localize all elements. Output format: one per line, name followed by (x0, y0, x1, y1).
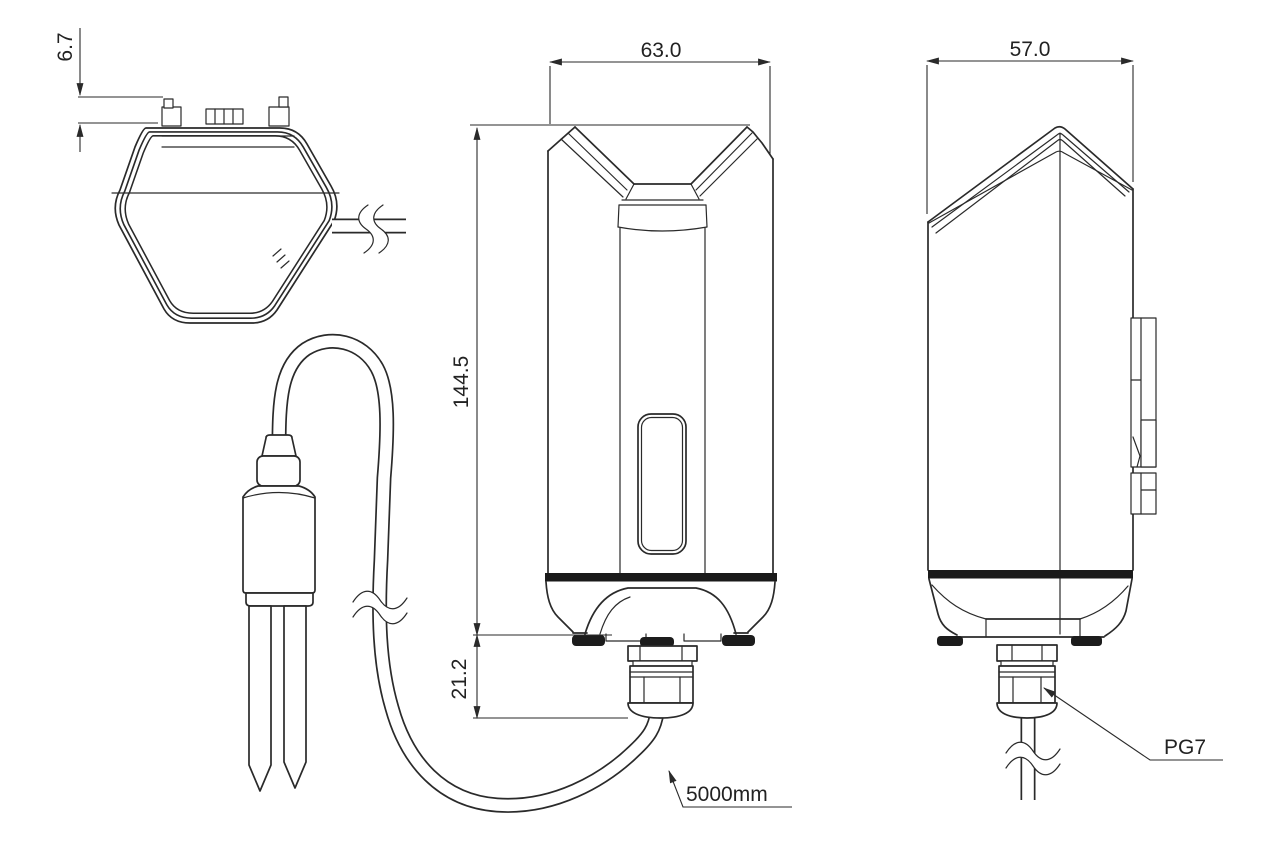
front-neck-lines (619, 227, 706, 574)
side-view (927, 125, 1157, 802)
dim-label-front-width: 63.0 (641, 39, 682, 62)
front-v-slope-right (690, 126, 748, 185)
side-seal-band (928, 570, 1133, 579)
dim-side-width: 57.0 (925, 38, 1135, 214)
top-view-inner-outline-2 (124, 135, 328, 315)
screw (1071, 636, 1102, 646)
front-v-slope-left-lines (560, 132, 628, 198)
probe-body (242, 485, 316, 594)
mount-tab-right (268, 96, 290, 127)
front-top-right-bevel (746, 126, 774, 160)
dim-body-height: 144.5 (450, 124, 750, 637)
mount-tab-left (161, 98, 182, 127)
screw (640, 637, 674, 647)
dim-label-side-width: 57.0 (1010, 38, 1051, 61)
dim-label-tab-height: 6.7 (54, 32, 77, 61)
sensor-cable (271, 333, 665, 813)
front-v-steps (618, 199, 707, 206)
connector-ribs (205, 108, 244, 125)
front-seal-band (545, 573, 777, 582)
top-view-outline (114, 127, 338, 324)
probe-sensor (242, 434, 316, 792)
probe-prong-left (248, 605, 272, 792)
dim-bottom-section-height: 21.2 (448, 633, 628, 720)
top-view-inner-outline (119, 131, 333, 319)
molded-mark (272, 248, 290, 269)
probe-cap (256, 455, 301, 487)
front-cable-gland (627, 645, 698, 719)
front-neck-arc (617, 226, 708, 232)
dim-label-body-height: 144.5 (450, 356, 473, 409)
side-roof-outer (927, 125, 1134, 223)
cable-break-icon (1005, 741, 1061, 776)
dim-front-width: 63.0 (548, 39, 772, 155)
front-neck-flare (617, 204, 708, 228)
front-window-inner (640, 416, 684, 552)
top-view (111, 96, 408, 324)
screw (937, 636, 963, 646)
cable-length-label: 5000mm (686, 783, 768, 806)
front-v-slope-right-lines (695, 132, 758, 197)
top-view-cable (332, 204, 408, 254)
cable-break-icon (352, 590, 408, 625)
front-window (637, 413, 687, 555)
label-cable-length: 5000mm (668, 769, 792, 808)
probe-prong-right (283, 605, 307, 789)
side-view-cable (1005, 710, 1061, 802)
cable-break-icon (358, 204, 389, 254)
screw (722, 635, 755, 646)
front-view (545, 126, 777, 719)
gland-type-label: PG7 (1164, 736, 1206, 759)
side-bottom-cap (928, 578, 1133, 646)
front-v-flare (625, 183, 700, 200)
mount-bracket (1130, 317, 1157, 515)
side-cable-gland (996, 644, 1058, 719)
screw (572, 635, 605, 646)
side-roof-line (935, 138, 1126, 234)
front-bottom-cap (545, 581, 776, 647)
probe-shoulder-arc (242, 491, 316, 499)
probe-base-cap (245, 592, 314, 607)
probe-strain-relief (261, 434, 297, 457)
dim-tab-height: 6.7 (54, 28, 163, 152)
front-v-slope-left (574, 126, 635, 185)
label-gland: PG7 (1043, 687, 1223, 761)
dim-label-bottom-section: 21.2 (448, 659, 471, 700)
